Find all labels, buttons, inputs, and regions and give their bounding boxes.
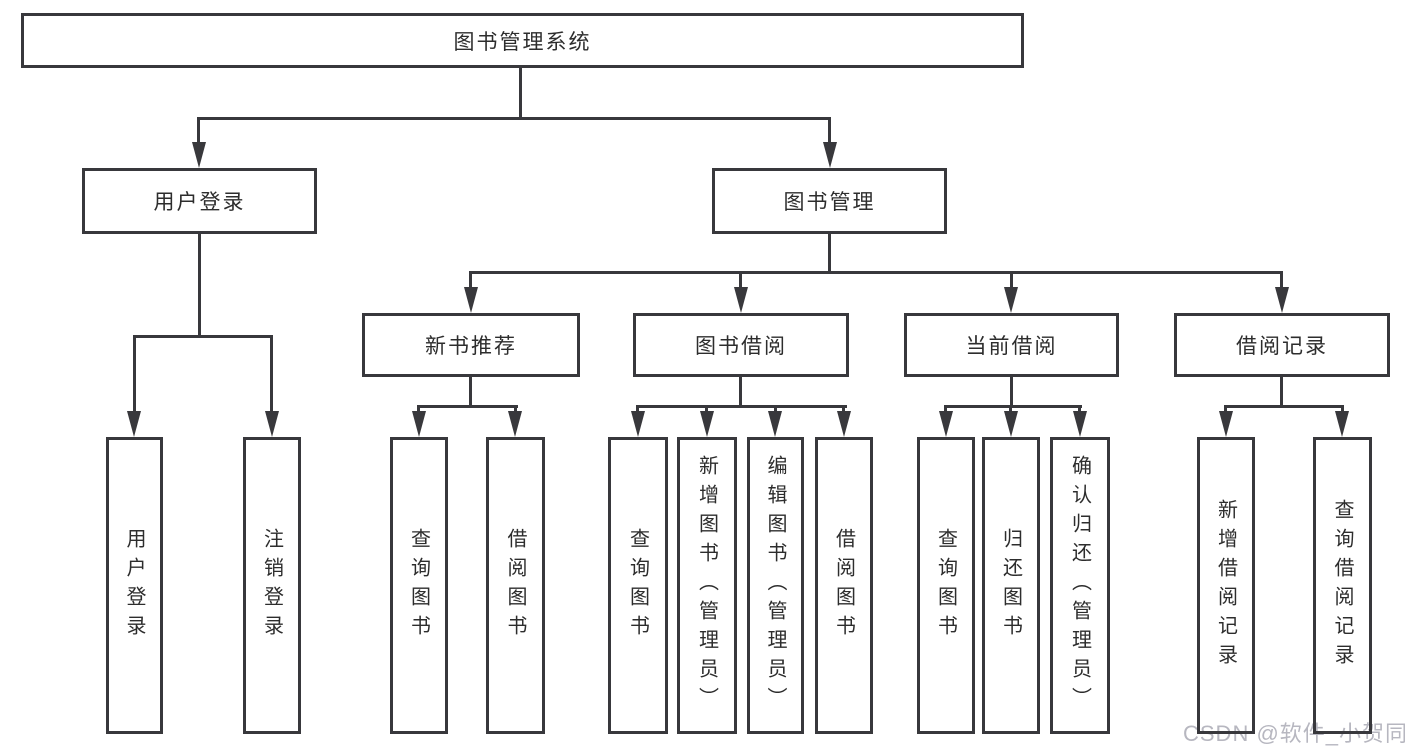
connector-line-vertical bbox=[1341, 405, 1344, 414]
connector-line-vertical bbox=[944, 405, 947, 414]
node-borrowing-records: 借阅记录 bbox=[1174, 313, 1390, 377]
arrow-down-icon bbox=[768, 411, 782, 437]
leaf-current-query-books: 查询图书 bbox=[917, 437, 975, 734]
connector-line-horizontal bbox=[944, 405, 1082, 408]
connector-line-vertical bbox=[1280, 377, 1283, 408]
leaf-borrowing-borrow-books: 借阅图书 bbox=[815, 437, 873, 734]
connector-line-vertical bbox=[417, 405, 420, 414]
connector-line-horizontal bbox=[469, 271, 1283, 274]
leaf-recommend-query-books: 查询图书 bbox=[390, 437, 448, 734]
connector-line-vertical bbox=[705, 405, 708, 414]
arrow-down-icon bbox=[631, 411, 645, 437]
connector-line-vertical bbox=[1010, 377, 1013, 408]
connector-line-vertical bbox=[519, 68, 522, 120]
arrow-down-icon bbox=[837, 411, 851, 437]
arrow-down-icon bbox=[412, 411, 426, 437]
arrow-down-icon bbox=[464, 287, 478, 313]
leaf-current-return-books: 归还图书 bbox=[982, 437, 1040, 734]
arrow-down-icon bbox=[265, 411, 279, 437]
connector-line-vertical bbox=[1280, 271, 1283, 289]
node-user-login: 用户登录 bbox=[82, 168, 317, 234]
leaf-borrowing-add-books-admin: 新增图书（管理员） bbox=[677, 437, 737, 734]
arrow-down-icon bbox=[192, 142, 206, 168]
node-new-book-recommendation: 新书推荐 bbox=[362, 313, 580, 377]
leaf-borrowing-query-books: 查询图书 bbox=[608, 437, 668, 734]
connector-line-horizontal bbox=[133, 335, 273, 338]
arrow-down-icon bbox=[127, 411, 141, 437]
connector-line-vertical bbox=[842, 405, 845, 414]
arrow-down-icon bbox=[734, 287, 748, 313]
arrow-down-icon bbox=[1073, 411, 1087, 437]
connector-line-vertical bbox=[774, 405, 777, 414]
arrow-down-icon bbox=[508, 411, 522, 437]
leaf-user-login: 用户登录 bbox=[106, 437, 163, 734]
connector-line-vertical bbox=[469, 377, 472, 408]
arrow-down-icon bbox=[1004, 411, 1018, 437]
connector-line-horizontal bbox=[1224, 405, 1344, 408]
arrow-down-icon bbox=[1219, 411, 1233, 437]
leaf-records-query-record: 查询借阅记录 bbox=[1313, 437, 1372, 734]
connector-line-vertical bbox=[828, 234, 831, 274]
connector-line-vertical bbox=[514, 405, 517, 414]
connector-line-vertical bbox=[133, 335, 136, 413]
arrow-down-icon bbox=[700, 411, 714, 437]
connector-line-vertical bbox=[1009, 405, 1012, 414]
connector-line-vertical bbox=[270, 335, 273, 413]
connector-line-vertical bbox=[636, 405, 639, 414]
arrow-down-icon bbox=[1275, 287, 1289, 313]
leaf-logout: 注销登录 bbox=[243, 437, 301, 734]
leaf-current-confirm-return-admin: 确认归还（管理员） bbox=[1050, 437, 1110, 734]
connector-line-vertical bbox=[1078, 405, 1081, 414]
arrow-down-icon bbox=[823, 142, 837, 168]
arrow-down-icon bbox=[1004, 287, 1018, 313]
connector-line-horizontal bbox=[197, 117, 831, 120]
leaf-records-add-record: 新增借阅记录 bbox=[1197, 437, 1255, 734]
connector-line-vertical bbox=[828, 117, 831, 144]
arrow-down-icon bbox=[1335, 411, 1349, 437]
connector-line-vertical bbox=[197, 117, 200, 144]
arrow-down-icon bbox=[939, 411, 953, 437]
connector-line-vertical bbox=[1010, 271, 1013, 289]
connector-line-vertical bbox=[469, 271, 472, 289]
connector-line-vertical bbox=[739, 377, 742, 408]
leaf-borrowing-edit-books-admin: 编辑图书（管理员） bbox=[747, 437, 804, 734]
connector-line-vertical bbox=[1224, 405, 1227, 414]
connector-line-vertical bbox=[739, 271, 742, 289]
leaf-recommend-borrow-books: 借阅图书 bbox=[486, 437, 545, 734]
connector-line-horizontal bbox=[417, 405, 518, 408]
node-library-system: 图书管理系统 bbox=[21, 13, 1024, 68]
connector-line-horizontal bbox=[636, 405, 847, 408]
node-current-borrowing: 当前借阅 bbox=[904, 313, 1119, 377]
node-book-borrowing: 图书借阅 bbox=[633, 313, 849, 377]
connector-line-vertical bbox=[198, 234, 201, 338]
node-book-management: 图书管理 bbox=[712, 168, 947, 234]
